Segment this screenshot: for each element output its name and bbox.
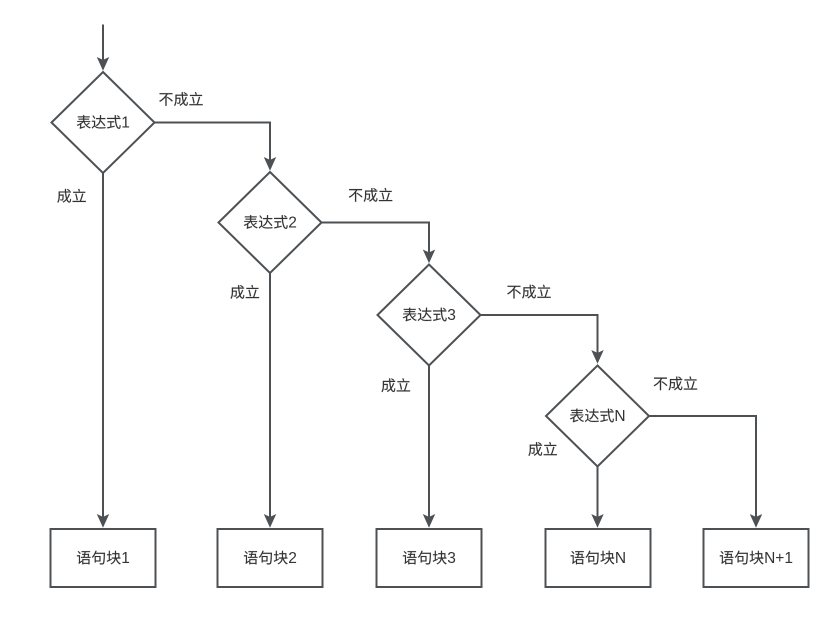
svg-text:3: 3 <box>447 307 456 324</box>
svg-text:1: 1 <box>121 550 130 567</box>
svg-text:2: 2 <box>288 215 297 232</box>
svg-text:N+1: N+1 <box>764 550 793 567</box>
svg-text:N: N <box>614 408 625 425</box>
svg-text:2: 2 <box>288 550 297 567</box>
svg-text:1: 1 <box>121 115 130 132</box>
svg-text:3: 3 <box>447 550 456 567</box>
svg-text:N: N <box>615 550 626 567</box>
